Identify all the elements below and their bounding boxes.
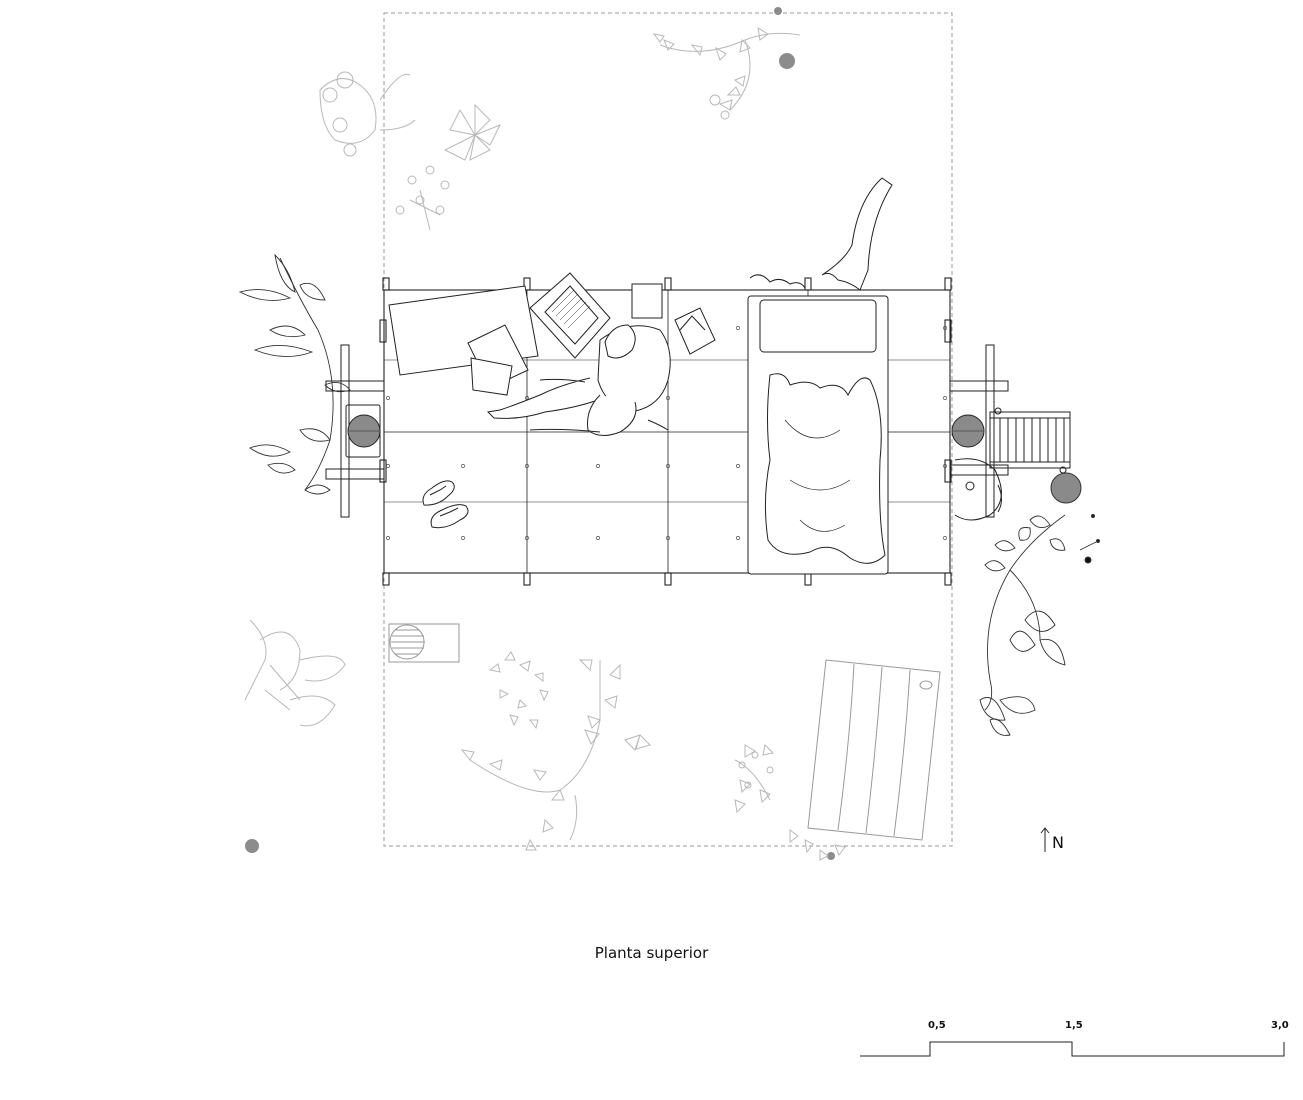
flip-flops-icon	[422, 480, 469, 529]
north-arrow-icon	[1040, 827, 1050, 852]
cushion-mat	[388, 285, 539, 396]
column-marker-icon	[245, 839, 259, 853]
column-marker-icon	[774, 7, 782, 15]
column-marker-icon	[1050, 472, 1082, 504]
column-marker-icon	[827, 852, 835, 860]
column-markers	[245, 7, 835, 860]
left-bench-structure	[325, 344, 385, 518]
scale-label-third: 3,0	[1271, 1020, 1289, 1031]
scale-label-first: 0,5	[928, 1020, 946, 1031]
vegetation-top	[319, 27, 801, 231]
books	[631, 283, 716, 355]
drain-grate	[388, 623, 460, 663]
vegetation-bottom	[244, 619, 846, 861]
north-label: N	[1052, 833, 1064, 852]
plan-title: Planta superior	[594, 944, 709, 962]
column-marker-icon	[779, 53, 795, 69]
person-figure-icon	[486, 324, 671, 436]
ladder-icon	[989, 407, 1071, 474]
mat	[807, 659, 941, 841]
plant-right	[979, 514, 1100, 736]
site-boundary	[383, 12, 953, 847]
towel	[749, 177, 893, 291]
bed-icon	[747, 295, 889, 575]
right-bench-structure	[949, 344, 1009, 521]
laptop-icon	[529, 272, 611, 359]
scale-label-second: 1,5	[1065, 1020, 1083, 1031]
plant-left	[238, 253, 351, 495]
scale-bar	[860, 1041, 1285, 1057]
